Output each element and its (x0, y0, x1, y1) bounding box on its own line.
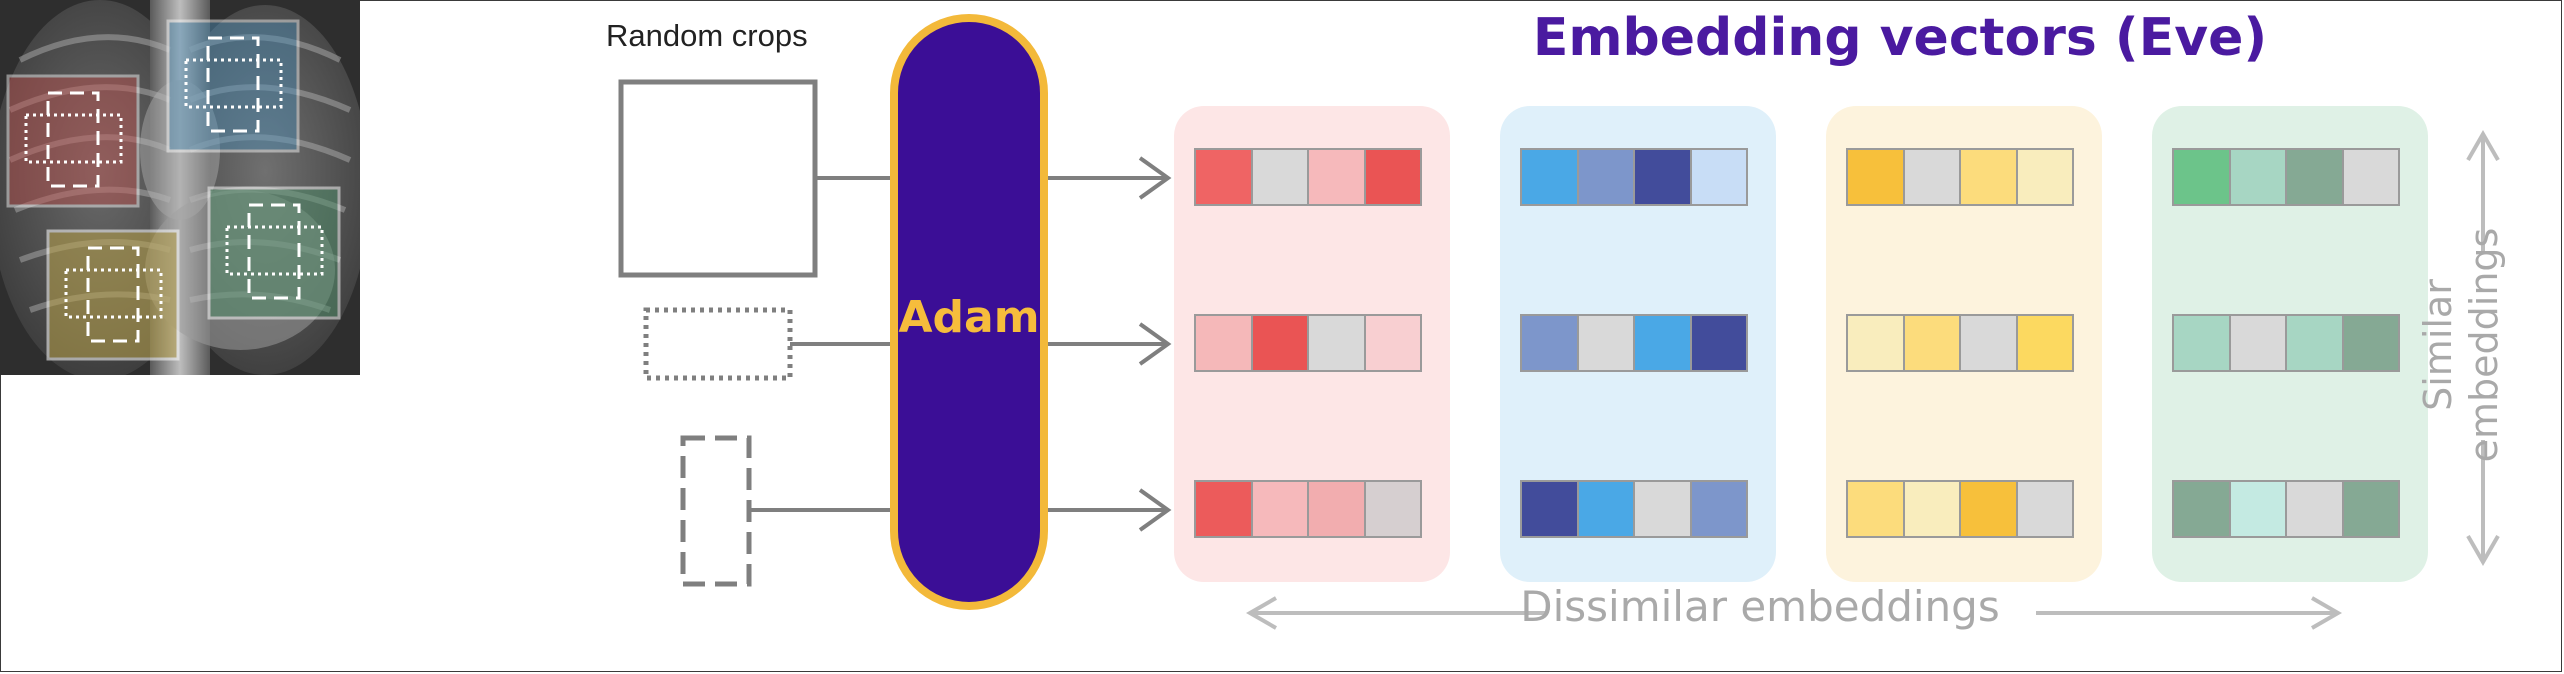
embedding-cell (1252, 316, 1309, 370)
embedding-cell (1196, 482, 1253, 536)
embedding-cell (1365, 482, 1420, 536)
dashed-crop-shape (680, 435, 752, 587)
embedding-cell (1309, 482, 1366, 536)
embedding-cell (1961, 150, 2018, 204)
embedding-cell (2287, 150, 2344, 204)
embedding-cell (2287, 316, 2344, 370)
embedding-cell (1961, 316, 2018, 370)
embedding-cell (1365, 316, 1420, 370)
embedding-vector (1194, 148, 1422, 206)
random-crops-label: Random crops (606, 18, 808, 53)
embedding-cell (2230, 482, 2287, 536)
embedding-cell (1578, 150, 1635, 204)
similar-label: Similar embeddings (2415, 195, 2515, 495)
embedding-cell (1522, 482, 1579, 536)
embedding-cell (2174, 316, 2231, 370)
embedding-cell (1691, 316, 1746, 370)
embedding-vector (1194, 480, 1422, 538)
embedding-cell (2343, 482, 2398, 536)
dotted-crop-shape (643, 307, 793, 381)
embedding-cell (1578, 316, 1635, 370)
encoder-label: Adam (898, 292, 1040, 343)
similar-label-line: embeddings (2462, 227, 2506, 463)
chest-xray-image (0, 0, 360, 375)
embedding-panel-yellow (1826, 106, 2102, 582)
embedding-cell (2017, 150, 2072, 204)
similar-label-line: Similar (2416, 279, 2460, 411)
embedding-cell (1309, 150, 1366, 204)
embedding-cell (1196, 150, 1253, 204)
embedding-cell (2287, 482, 2344, 536)
embedding-cell (1522, 150, 1579, 204)
embedding-cell (1635, 482, 1692, 536)
embedding-cell (2343, 316, 2398, 370)
embedding-panel-blue (1500, 106, 1776, 582)
embedding-vector (1846, 314, 2074, 372)
embedding-cell (1522, 316, 1579, 370)
embedding-cell (1691, 482, 1746, 536)
embedding-cell (1848, 482, 1905, 536)
embedding-vector (1194, 314, 1422, 372)
dissimilar-label: Dissimilar embeddings (1520, 582, 2000, 631)
embedding-cell (2230, 316, 2287, 370)
embedding-panel-red (1174, 106, 1450, 582)
embedding-cell (1252, 150, 1309, 204)
embedding-cell (1848, 150, 1905, 204)
embedding-cell (2174, 482, 2231, 536)
embedding-cell (1635, 316, 1692, 370)
embedding-cell (1904, 150, 1961, 204)
embedding-cell (1309, 316, 1366, 370)
embedding-cell (1196, 316, 1253, 370)
embedding-cell (1904, 316, 1961, 370)
similar-arrow (2466, 129, 2500, 567)
embedding-cell (2343, 150, 2398, 204)
embedding-vector (1846, 148, 2074, 206)
embedding-vector (1520, 314, 1748, 372)
embedding-vector (2172, 480, 2400, 538)
dissimilar-arrow (1245, 596, 2343, 630)
solid-crop-shape (618, 79, 818, 278)
diagram-title: Embedding vectors (Eve) (1532, 8, 2268, 68)
embedding-vector (1520, 148, 1748, 206)
embedding-cell (2174, 150, 2231, 204)
embedding-cell (2017, 482, 2072, 536)
embedding-vector (2172, 148, 2400, 206)
embedding-vector (1846, 480, 2074, 538)
embedding-vector (2172, 314, 2400, 372)
embedding-cell (1961, 482, 2018, 536)
encoder-block: Adam (890, 14, 1048, 610)
embedding-cell (1904, 482, 1961, 536)
embedding-panel-green (2152, 106, 2428, 582)
embedding-cell (1365, 150, 1420, 204)
embedding-cell (1691, 150, 1746, 204)
embedding-cell (2017, 316, 2072, 370)
embedding-vector (1520, 480, 1748, 538)
embedding-cell (1252, 482, 1309, 536)
embedding-cell (1578, 482, 1635, 536)
embedding-cell (1848, 316, 1905, 370)
embedding-cell (1635, 150, 1692, 204)
embedding-cell (2230, 150, 2287, 204)
